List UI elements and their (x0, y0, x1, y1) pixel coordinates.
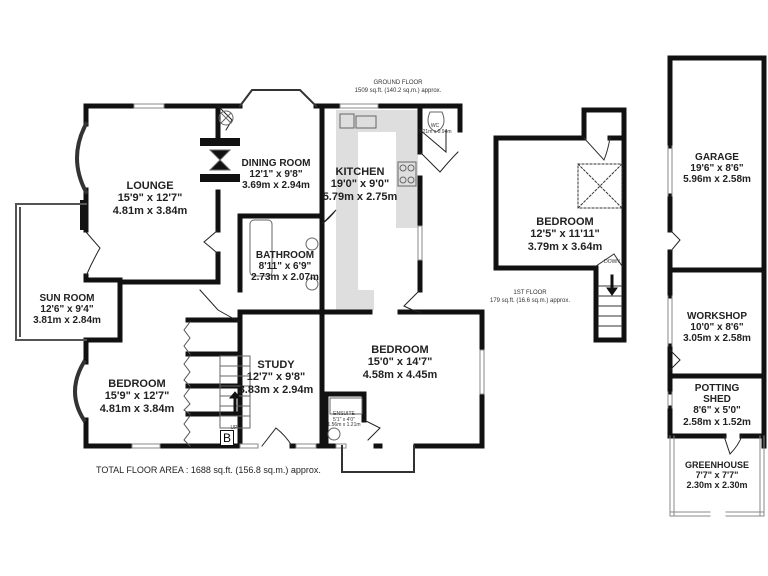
room-workshop: WORKSHOP 10'0" x 8'6" 3.05m x 2.58m (683, 311, 751, 345)
room-name: WC (430, 123, 440, 129)
room-metric: 3.69m x 2.94m (242, 180, 310, 192)
room-dining: DINING ROOM 12'1" x 9'8" 3.69m x 2.94m (242, 158, 311, 192)
room-imperial: 12'1" x 9'8" (249, 169, 303, 181)
outbuilding-doors (669, 229, 743, 455)
first-floor-title: 1ST FLOOR (513, 290, 547, 296)
room-imperial: 5'1" x 4'0" (333, 416, 355, 423)
stairs-down-label: DOWN (604, 259, 620, 265)
wardrobe-doors (183, 321, 191, 447)
room-name: LOUNGE (126, 180, 174, 192)
kitchen-worktops (336, 110, 418, 310)
room-bedroom-ground-right: BEDROOM 15'0" x 14'7" 4.58m x 4.45m (363, 344, 438, 381)
room-bathroom: BATHROOM 8'11" x 6'9" 2.73m x 2.07m (251, 250, 319, 284)
room-metric: 3.79m x 3.64m (527, 240, 603, 253)
room-name: ENSUITE (333, 411, 355, 417)
room-sunroom: SUN ROOM 12'6" x 9'4" 3.81m x 2.84m (33, 293, 101, 327)
room-metric: 3.05m x 2.58m (683, 333, 751, 345)
outbuilding-walls (667, 55, 767, 449)
room-name-2: SHED (703, 394, 731, 406)
room-metric: 5.96m x 2.58m (683, 174, 751, 186)
room-metric: 2.73m x 2.07m (251, 272, 319, 284)
arrow-head-down (606, 287, 618, 296)
boiler-label: B (220, 430, 234, 446)
room-name: DINING ROOM (241, 158, 311, 169)
room-name: STUDY (257, 359, 295, 371)
room-metric: 5.79m x 2.75m (322, 190, 398, 203)
room-imperial: 15'9" x 12'7" (104, 390, 170, 403)
room-imperial: 15'9" x 12'7" (117, 192, 183, 205)
room-name: POTTING (694, 383, 740, 394)
room-ensuite: ENSUITE 5'1" x 4'0" 1.56m x 1.21m (327, 411, 361, 429)
arrow-head (228, 391, 242, 399)
room-name: KITCHEN (335, 166, 385, 178)
room-name: WORKSHOP (686, 311, 747, 322)
room-imperial: 12'7" x 9'8" (246, 371, 306, 384)
room-name: GREENHOUSE (684, 460, 750, 470)
room-metric: 3.81m x 2.84m (33, 315, 101, 327)
room-imperial: 19'0" x 9'0" (330, 178, 390, 191)
bathroom-fixtures (208, 110, 445, 441)
room-imperial: 8'6" x 5'0" (693, 405, 741, 417)
room-name: BEDROOM (536, 216, 594, 228)
windows (131, 103, 485, 449)
room-imperial: 19'6" x 8'6" (690, 163, 744, 175)
room-wc: WC 1.21m x 0.94m (418, 123, 452, 135)
sunroom-glazing (15, 203, 87, 341)
room-name: SUN ROOM (39, 293, 95, 304)
room-imperial: 12'6" x 9'4" (40, 304, 94, 316)
first-floor-heading: 1ST FLOOR 179 sq.ft. (16.6 sq.m.) approx… (490, 290, 570, 305)
room-metric: 4.58m x 4.45m (362, 368, 438, 381)
room-metric: 3.83m x 2.94m (238, 383, 314, 396)
stairs-up-label: UP (230, 425, 238, 431)
room-metric: 4.81m x 3.84m (112, 204, 188, 217)
room-name: BEDROOM (108, 378, 166, 390)
room-garage: GARAGE 19'6" x 8'6" 5.96m x 2.58m (683, 152, 751, 186)
room-imperial: 8'11" x 6'9" (258, 261, 312, 273)
chimney-breast (80, 138, 240, 230)
room-greenhouse: GREENHOUSE 7'7" x 7'7" 2.30m x 2.30m (685, 460, 749, 490)
doors (85, 105, 459, 447)
room-potting-shed: POTTING SHED 8'6" x 5'0" 2.58m x 1.52m (683, 383, 751, 428)
ground-floor-heading: GROUND FLOOR 1509 sq.ft. (140.2 sq.m.) a… (355, 80, 442, 95)
bay-windows (73, 89, 415, 473)
room-study: STUDY 12'7" x 9'8" 3.83m x 2.94m (239, 359, 314, 396)
room-lounge: LOUNGE 15'9" x 12'7" 4.81m x 3.84m (113, 180, 188, 217)
room-bedroom-ground-left: BEDROOM 15'9" x 12'7" 4.81m x 3.84m (100, 378, 175, 415)
first-floor-area: 179 sq.ft. (16.6 sq.m.) approx. (489, 297, 571, 304)
first-floor-walls (493, 107, 627, 343)
room-kitchen: KITCHEN 19'0" x 9'0" 5.79m x 2.75m (323, 166, 398, 203)
ground-floor-title: GROUND FLOOR (373, 80, 423, 86)
ground-floor-area: 1509 sq.ft. (140.2 sq.m.) approx. (354, 87, 442, 94)
room-name: BATHROOM (255, 250, 315, 261)
first-floor-fixtures (577, 137, 623, 327)
room-imperial: 15'0" x 14'7" (367, 356, 433, 369)
room-name: BEDROOM (371, 344, 429, 356)
room-imperial: 12'5" x 11'11" (530, 228, 600, 241)
room-metric: 2.58m x 1.52m (683, 416, 751, 428)
room-bedroom-first: BEDROOM 12'5" x 11'11" 3.79m x 3.64m (528, 216, 603, 253)
room-name: GARAGE (695, 152, 739, 163)
room-metric: 1.56m x 1.21m (327, 422, 361, 428)
outbuilding-windows (667, 145, 765, 517)
room-imperial: 10'0" x 8'6" (690, 322, 744, 334)
room-metric: 4.81m x 3.84m (99, 402, 175, 415)
room-metric: 2.30m x 2.30m (686, 480, 748, 491)
room-metric: 1.21m x 0.94m (418, 128, 452, 135)
total-floor-area: TOTAL FLOOR AREA : 1688 sq.ft. (156.8 sq… (96, 465, 321, 475)
room-imperial: 7'7" x 7'7" (695, 470, 739, 481)
